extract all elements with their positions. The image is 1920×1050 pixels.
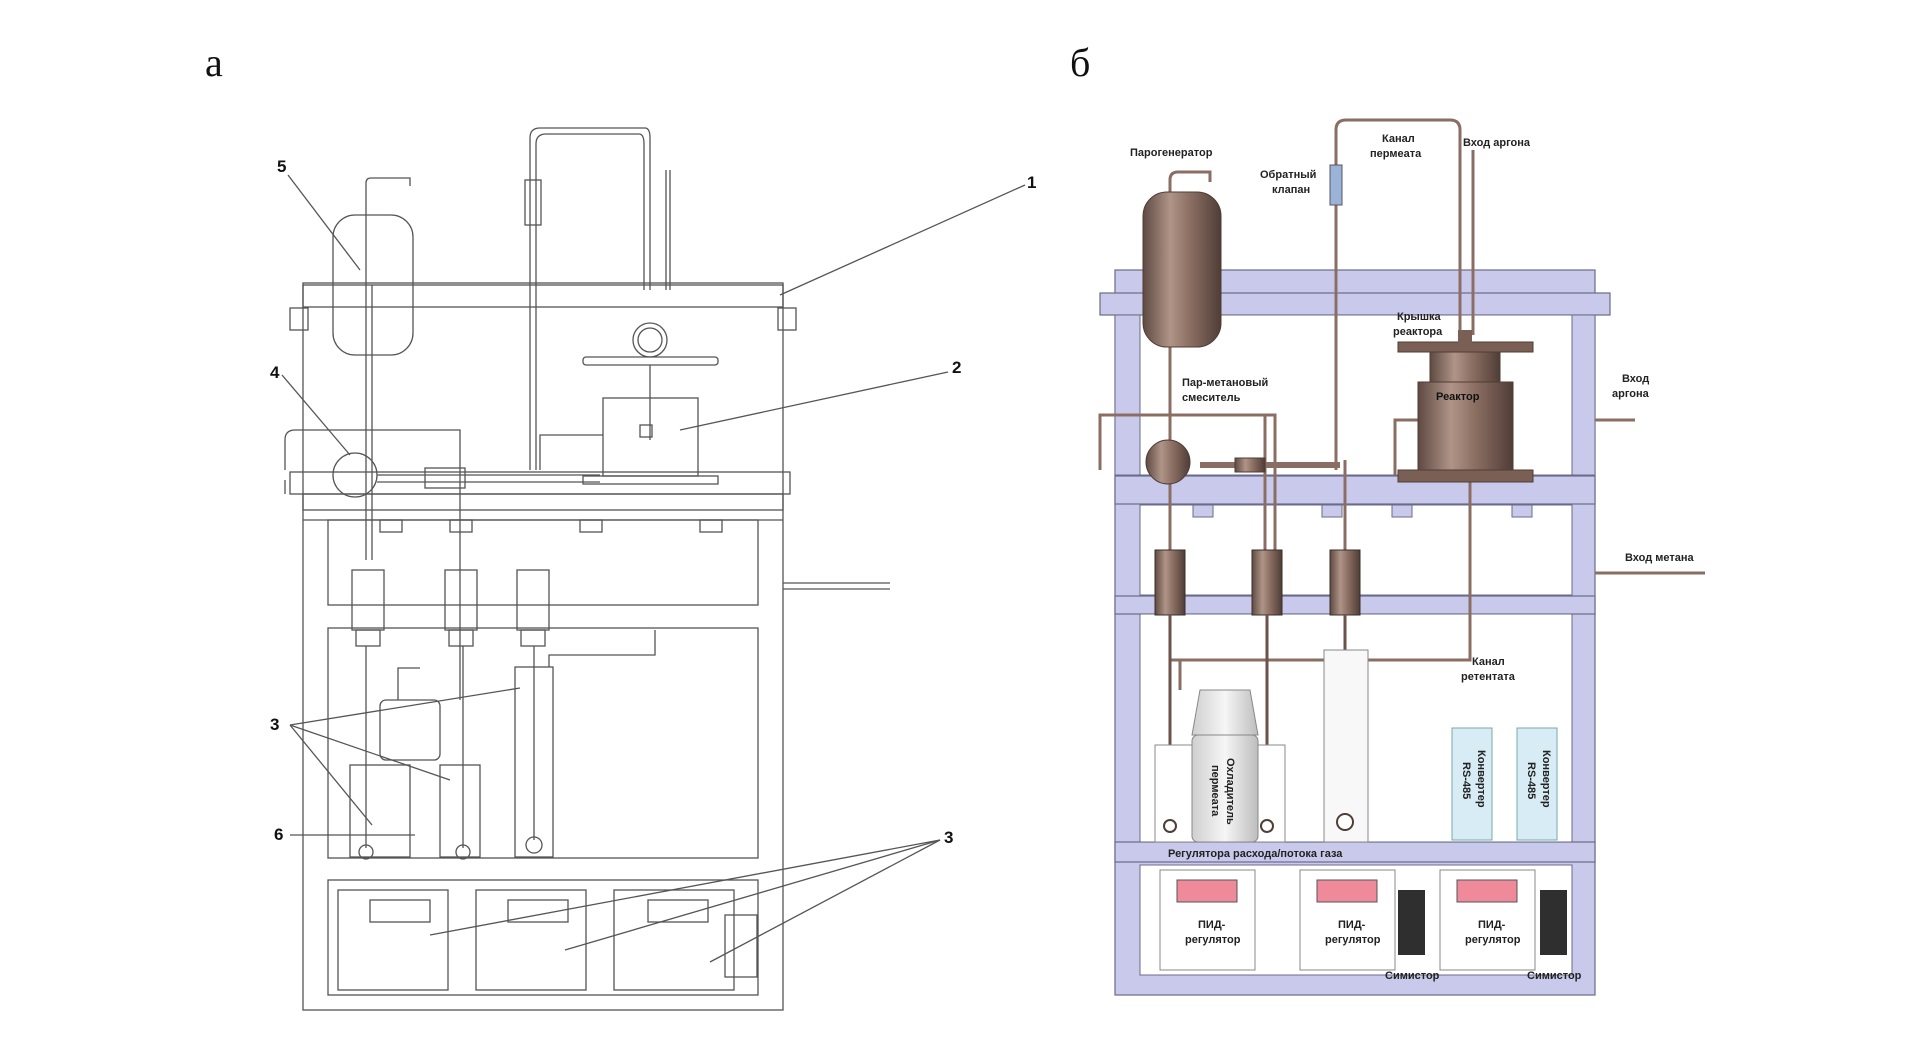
label-pid1-2: регулятор <box>1185 934 1241 946</box>
label-converter2-2: RS-485 <box>1525 762 1537 799</box>
label-pid2-1: ПИД- <box>1338 919 1366 931</box>
label-converter2-1: Конвертер <box>1540 750 1552 808</box>
label-check-valve-1: Обратный <box>1260 169 1316 181</box>
steam-methane-mixer-vessel <box>1145 439 1191 485</box>
converter-rs485-2 <box>1516 727 1558 841</box>
label-converter1-1: Конвертер <box>1475 750 1487 808</box>
label-argon-inlet-top: Вход аргона <box>1463 137 1531 149</box>
label-methane-inlet: Вход метана <box>1625 552 1695 564</box>
callout-5: 5 <box>277 157 286 176</box>
steam-generator-vessel <box>1142 191 1222 348</box>
label-steam-generator: Парогенератор <box>1130 147 1213 159</box>
panel-a-letter: а <box>205 40 223 85</box>
label-flow-regulators: Регулятора расхода/потока газа <box>1168 848 1343 860</box>
label-pid3-1: ПИД- <box>1478 919 1506 931</box>
label-retentate-channel-1: Канал <box>1472 656 1505 668</box>
callout-3-right: 3 <box>944 828 953 847</box>
label-reactor-lid-1: Крышка <box>1397 311 1442 323</box>
reactor-body <box>1417 381 1514 478</box>
panel-b: б <box>1070 40 1705 996</box>
label-pid2-2: регулятор <box>1325 934 1381 946</box>
label-reactor-lid-2: реактора <box>1393 326 1443 338</box>
label-mixer-2: смеситель <box>1182 392 1241 404</box>
label-retentate-channel-2: ретентата <box>1461 671 1516 683</box>
callout-6: 6 <box>274 825 283 844</box>
callout-4: 4 <box>270 363 280 382</box>
label-converter1-2: RS-485 <box>1460 762 1472 799</box>
triac-2 <box>1540 890 1567 955</box>
label-permeate-cooler-2: пермеата <box>1209 765 1221 817</box>
label-pid3-2: регулятор <box>1465 934 1521 946</box>
label-permeate-cooler-1: Охладитель <box>1224 758 1236 825</box>
label-permeate-channel-2: пермеата <box>1370 148 1422 160</box>
callout-1: 1 <box>1027 173 1036 192</box>
label-triac-2: Симистор <box>1527 970 1582 982</box>
label-reactor: Реактор <box>1436 391 1480 403</box>
triac-1 <box>1398 890 1425 955</box>
callout-2: 2 <box>952 358 961 377</box>
permeate-cooler <box>1191 734 1259 843</box>
label-argon-inlet-side-1: Вход <box>1622 373 1649 385</box>
frame-a <box>302 284 784 1011</box>
label-check-valve-2: клапан <box>1272 184 1310 196</box>
label-argon-inlet-side-2: аргона <box>1612 388 1650 400</box>
callout-3-left: 3 <box>270 715 279 734</box>
label-pid1-1: ПИД- <box>1198 919 1226 931</box>
label-triac-1: Симистор <box>1385 970 1440 982</box>
label-mixer-1: Пар-метановый <box>1182 377 1268 389</box>
panel-a: а <box>205 40 1036 1011</box>
panel-b-letter: б <box>1070 40 1090 85</box>
converter-rs485-1 <box>1451 727 1493 841</box>
label-permeate-channel-1: Канал <box>1382 133 1415 145</box>
